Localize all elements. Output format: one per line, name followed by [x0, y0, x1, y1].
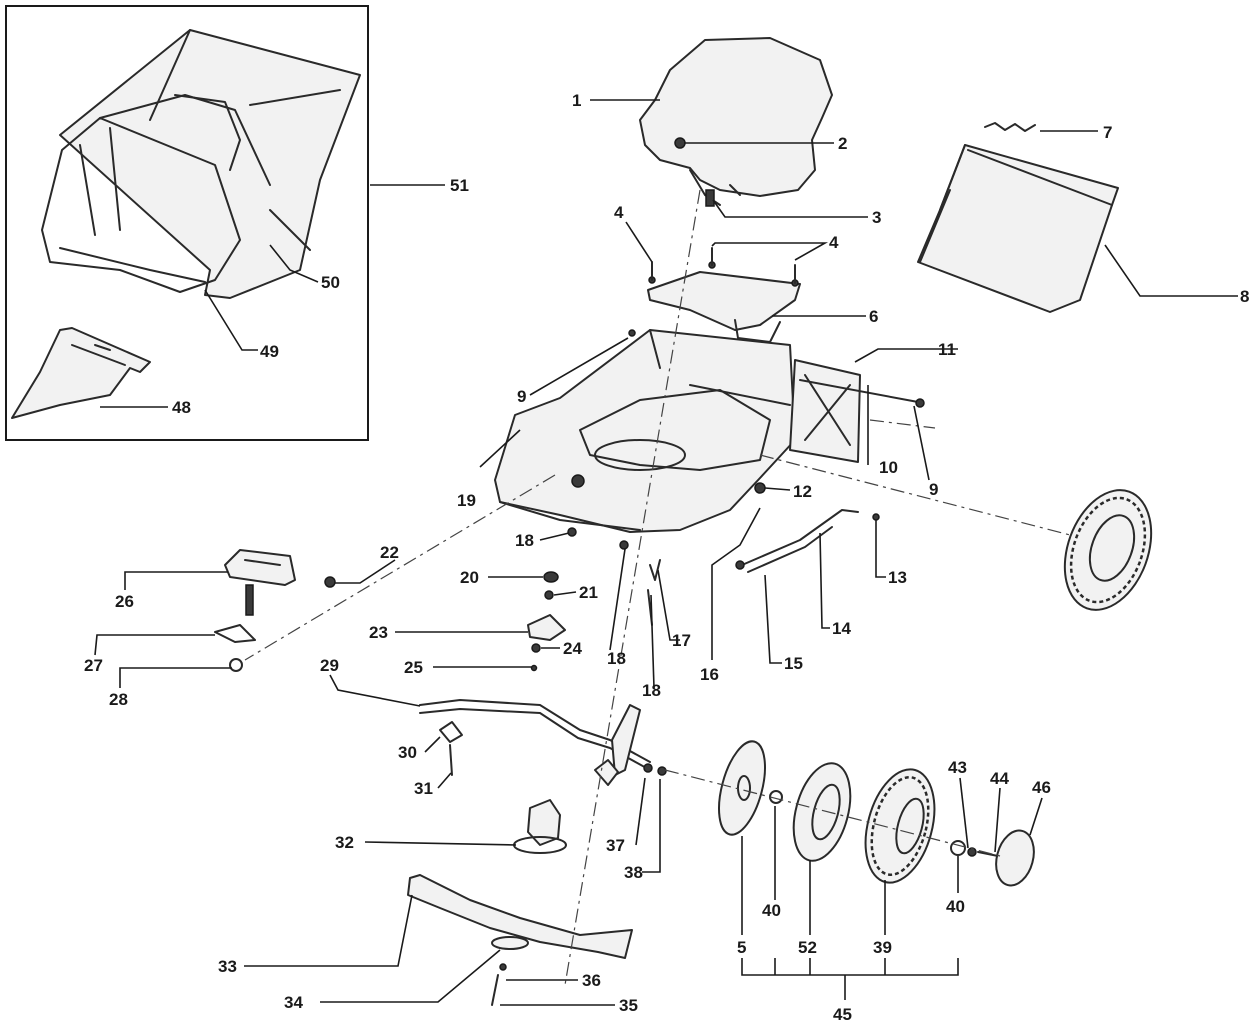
callout-46: 46: [1032, 778, 1051, 797]
callout-8: 8: [1240, 287, 1249, 306]
callout-29: 29: [320, 656, 339, 675]
callout-4: 4: [829, 233, 839, 252]
callout-5: 5: [737, 938, 746, 957]
callout-21: 21: [579, 583, 598, 602]
part-6-bracket: [647, 247, 801, 343]
grass-catcher-inset: [5, 5, 369, 441]
callout-40: 40: [762, 901, 781, 920]
part-5-hubcap-plate: [718, 740, 766, 836]
callout-7: 7: [1103, 123, 1112, 142]
rear-wheel: [1063, 489, 1153, 611]
callout-51: 51: [450, 176, 469, 195]
callout-36: 36: [582, 971, 601, 990]
callout-48: 48: [172, 398, 191, 417]
part-28-washer: [229, 658, 243, 672]
callout-50: 50: [321, 273, 340, 292]
part-2-bolt: [674, 137, 686, 149]
part-26-handle-knob: [214, 549, 336, 672]
part-49-catcher-frame: [41, 117, 241, 293]
front-wheel-assembly: [718, 740, 1035, 887]
callout-18: 18: [642, 681, 661, 700]
part-27-clip: [214, 624, 256, 643]
callout-30: 30: [398, 743, 417, 762]
part-14-height-lever: [735, 482, 880, 573]
callout-25: 25: [404, 658, 423, 677]
part-10-rod: [799, 379, 919, 403]
part-19-mower-deck: [494, 329, 796, 533]
callout-12: 12: [793, 482, 812, 501]
part-22-nut: [324, 576, 336, 588]
callout-19: 19: [457, 491, 476, 510]
callout-13: 13: [888, 568, 907, 587]
part-52-wheel-rim: [792, 762, 852, 862]
callout-3: 3: [872, 208, 881, 227]
callout-32: 32: [335, 833, 354, 852]
callout-27: 27: [84, 656, 103, 675]
callout-45: 45: [833, 1005, 852, 1024]
callout-9: 9: [929, 480, 938, 499]
callout-52: 52: [798, 938, 817, 957]
callout-28: 28: [109, 690, 128, 709]
callout-35: 35: [619, 996, 638, 1015]
part-33-blade: [407, 874, 633, 1006]
callout-14: 14: [832, 619, 851, 638]
callout-9: 9: [517, 387, 526, 406]
callout-34: 34: [284, 993, 303, 1012]
callout-26: 26: [115, 592, 134, 611]
callout-11: 11: [938, 340, 956, 359]
callout-23: 23: [369, 623, 388, 642]
callout-40: 40: [946, 897, 965, 916]
callout-10: 10: [879, 458, 898, 477]
callout-33: 33: [218, 957, 237, 976]
callout-18: 18: [515, 531, 534, 550]
callout-6: 6: [869, 307, 878, 326]
callout-39: 39: [873, 938, 892, 957]
callout-2: 2: [838, 134, 847, 153]
callout-4: 4: [614, 203, 624, 222]
part-1-engine: [639, 37, 833, 207]
leader-lines: [94, 99, 1238, 1006]
callout-20: 20: [460, 568, 479, 587]
callout-labels: 1 2 3 4 4 5 6 7 8 9 9 10 11 12 13 14 15 …: [84, 91, 1249, 1024]
callout-15: 15: [784, 654, 803, 673]
part-7-spring: [984, 122, 1036, 132]
part-48-mulch-plug: [11, 327, 151, 419]
part-8-rear-flap: [917, 122, 1119, 313]
part-32-blade-adapter: [513, 799, 567, 854]
callout-38: 38: [624, 863, 643, 882]
part-11-rear-guard: [628, 329, 925, 463]
part-29-front-axle: [419, 699, 667, 786]
part-46-hubcap: [995, 829, 1035, 887]
alignment-lines: [244, 189, 1071, 986]
callout-18: 18: [607, 649, 626, 668]
callout-22: 22: [380, 543, 399, 562]
inset-frame: [5, 5, 369, 441]
callout-31: 31: [414, 779, 433, 798]
callout-49: 49: [260, 342, 279, 361]
callout-1: 1: [572, 91, 581, 110]
part-3-shaft: [705, 189, 715, 207]
callout-17: 17: [672, 631, 691, 650]
callout-37: 37: [606, 836, 625, 855]
callout-16: 16: [700, 665, 719, 684]
callout-44: 44: [990, 769, 1009, 788]
callout-24: 24: [563, 639, 582, 658]
small-fasteners: [527, 527, 661, 672]
callout-43: 43: [948, 758, 967, 777]
